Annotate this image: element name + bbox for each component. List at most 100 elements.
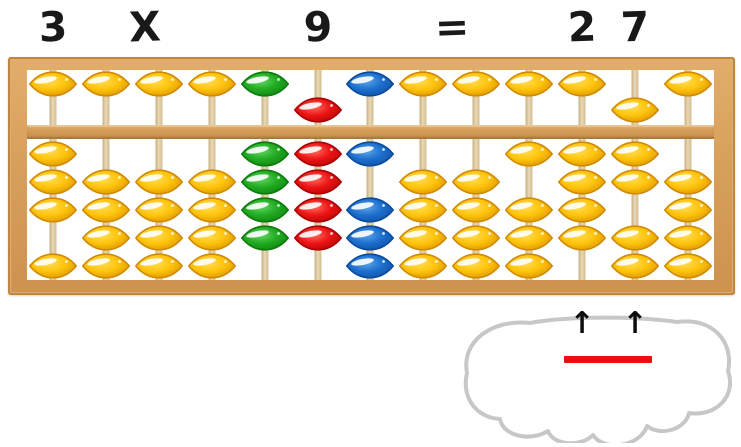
rod-3-earth-bead-yellow: [135, 224, 184, 251]
rod-12-earth-bead-yellow: [610, 224, 659, 251]
rod-1-heaven-column: [27, 70, 80, 125]
rod-12-heaven-bead-yellow: [610, 97, 659, 123]
rod-4-heaven-bead-yellow: [187, 71, 236, 97]
rod-3-earth-bead-yellow: [135, 252, 184, 279]
rod-6-earth-bead-red: [293, 140, 342, 167]
rod-12-heaven-column: [608, 70, 661, 125]
rod-9-heaven-column: [450, 70, 503, 125]
up-arrow-icon: ↑: [622, 306, 648, 341]
rod-4-stick: [208, 70, 216, 125]
rod-11-earth-bead-yellow: [557, 196, 606, 223]
rod-8-earth-bead-yellow: [399, 196, 448, 223]
rod-13-stick: [684, 70, 692, 125]
rod-2-earth-bead-yellow: [82, 168, 131, 195]
rod-11-earth-bead-yellow: [557, 224, 606, 251]
rod-5-heaven-column: [238, 70, 291, 125]
rod-9-heaven-bead-yellow: [452, 71, 501, 97]
rod-5-stick: [261, 70, 269, 125]
rod-4-earth-bead-yellow: [187, 252, 236, 279]
rod-4-earth-bead-yellow: [187, 196, 236, 223]
rod-8-heaven-column: [397, 70, 450, 125]
equation-token-equals: =: [433, 2, 471, 52]
rod-9-earth-bead-yellow: [452, 224, 501, 251]
rod-13-earth-bead-yellow: [663, 168, 712, 195]
rod-11-earth-bead-yellow: [557, 168, 606, 195]
equation-token-operand-2: 9: [302, 2, 334, 52]
heaven-deck: [27, 70, 714, 125]
equation-token-operator: X: [128, 2, 162, 52]
rod-10-heaven-bead-yellow: [505, 71, 554, 97]
rod-5-earth-bead-green: [240, 224, 289, 251]
rod-7-earth-column: [344, 139, 397, 280]
rod-11-heaven-bead-yellow: [557, 71, 606, 97]
rod-7-earth-bead-blue: [346, 252, 395, 279]
rod-8-earth-bead-yellow: [399, 252, 448, 279]
rod-6-heaven-column: [291, 70, 344, 125]
rod-1-earth-bead-yellow: [29, 196, 78, 223]
rod-12-earth-bead-yellow: [610, 168, 659, 195]
rod-3-earth-column: [133, 139, 186, 280]
rod-10-earth-column: [503, 139, 556, 280]
equation-token-answer-ones: 7: [619, 2, 651, 52]
rod-7-stick: [366, 70, 374, 125]
rod-6-heaven-bead-red: [293, 97, 342, 123]
rod-4-heaven-column: [186, 70, 239, 125]
rod-4-earth-column: [186, 139, 239, 280]
rod-13-earth-bead-yellow: [663, 252, 712, 279]
rod-2-heaven-column: [80, 70, 133, 125]
rod-10-earth-bead-yellow: [505, 140, 554, 167]
rod-5-earth-bead-green: [240, 168, 289, 195]
rod-8-earth-bead-yellow: [399, 168, 448, 195]
rod-3-earth-bead-yellow: [135, 168, 184, 195]
rod-2-earth-column: [80, 139, 133, 280]
rod-3-heaven-bead-yellow: [135, 71, 184, 97]
cloud-outline: [463, 315, 732, 443]
rod-8-heaven-bead-yellow: [399, 71, 448, 97]
rod-5-earth-column: [238, 139, 291, 280]
rod-10-earth-bead-yellow: [505, 224, 554, 251]
rod-13-heaven-bead-yellow: [663, 71, 712, 97]
rod-7-heaven-bead-blue: [346, 71, 395, 97]
rod-12-earth-column: [608, 139, 661, 280]
rod-11-earth-bead-yellow: [557, 140, 606, 167]
rod-5-earth-bead-green: [240, 140, 289, 167]
rod-13-earth-bead-yellow: [663, 196, 712, 223]
rod-11-earth-column: [555, 139, 608, 280]
rod-9-stick: [472, 70, 480, 125]
rod-2-heaven-bead-yellow: [82, 71, 131, 97]
rod-5-earth-bead-green: [240, 196, 289, 223]
rod-1-earth-bead-yellow: [29, 140, 78, 167]
rod-1-earth-bead-yellow: [29, 252, 78, 279]
equation-token-answer-tens: 2: [566, 2, 598, 52]
rod-10-earth-bead-yellow: [505, 252, 554, 279]
rod-2-earth-bead-yellow: [82, 252, 131, 279]
rod-12-stick: [631, 139, 639, 280]
rod-1-earth-bead-yellow: [29, 168, 78, 195]
rod-6-earth-bead-red: [293, 224, 342, 251]
rod-10-stick: [525, 70, 533, 125]
rod-6-earth-bead-red: [293, 196, 342, 223]
earth-deck: [27, 139, 714, 280]
rod-3-stick: [155, 70, 163, 125]
rod-10-heaven-column: [503, 70, 556, 125]
rod-9-earth-bead-yellow: [452, 196, 501, 223]
up-arrow-icon: ↑: [569, 306, 595, 341]
rod-12-earth-bead-yellow: [610, 252, 659, 279]
rod-11-stick: [578, 70, 586, 125]
rod-2-earth-bead-yellow: [82, 224, 131, 251]
reckoning-beam: [27, 125, 714, 139]
rod-10-earth-bead-yellow: [505, 196, 554, 223]
rod-13-heaven-column: [661, 70, 714, 125]
rod-1-stick: [49, 70, 57, 125]
rod-7-earth-bead-blue: [346, 196, 395, 223]
abacus-frame: [8, 57, 735, 295]
rod-6-earth-bead-red: [293, 168, 342, 195]
hint-cloud: [463, 315, 732, 443]
rod-11-heaven-column: [555, 70, 608, 125]
rod-8-earth-column: [397, 139, 450, 280]
rod-2-stick: [102, 70, 110, 125]
rod-2-earth-bead-yellow: [82, 196, 131, 223]
rod-9-earth-column: [450, 139, 503, 280]
